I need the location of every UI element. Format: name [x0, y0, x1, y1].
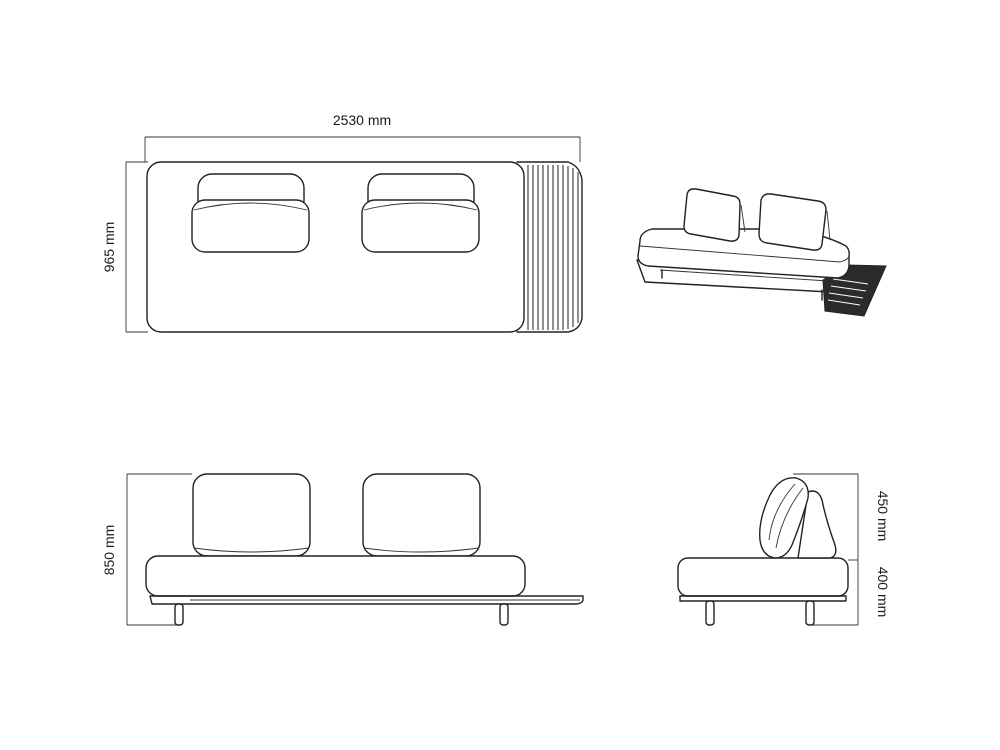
cushion-top-right	[361, 173, 480, 253]
cushion-front-right	[362, 473, 481, 557]
top-view: 2530 mm 965 mm	[101, 112, 583, 333]
side-table-top	[516, 161, 583, 333]
depth-label: 965 mm	[101, 222, 117, 273]
side-view: 450 mm 400 mm	[677, 473, 891, 626]
side-table-slats	[527, 165, 579, 330]
height-dimension: 850 mm	[101, 473, 192, 626]
seat-front	[145, 555, 526, 597]
seat-base-top	[146, 161, 525, 333]
width-label: 2530 mm	[333, 112, 391, 128]
cushion-top-left	[191, 173, 310, 253]
front-view: 850 mm	[101, 473, 584, 626]
depth-dimension: 965 mm	[101, 161, 148, 333]
seat-height-dimension: 400 mm	[810, 559, 891, 626]
seat-height-label: 400 mm	[875, 567, 891, 618]
back-height-label: 450 mm	[875, 491, 891, 542]
cushion-front-left	[192, 473, 311, 557]
seat-side	[677, 557, 849, 597]
height-label: 850 mm	[101, 525, 117, 576]
cushion-side-rear	[797, 490, 837, 559]
width-dimension: 2530 mm	[144, 112, 581, 162]
perspective-view	[636, 188, 887, 317]
perspective-table-slats	[827, 278, 869, 306]
back-height-dimension: 450 mm	[793, 473, 891, 560]
